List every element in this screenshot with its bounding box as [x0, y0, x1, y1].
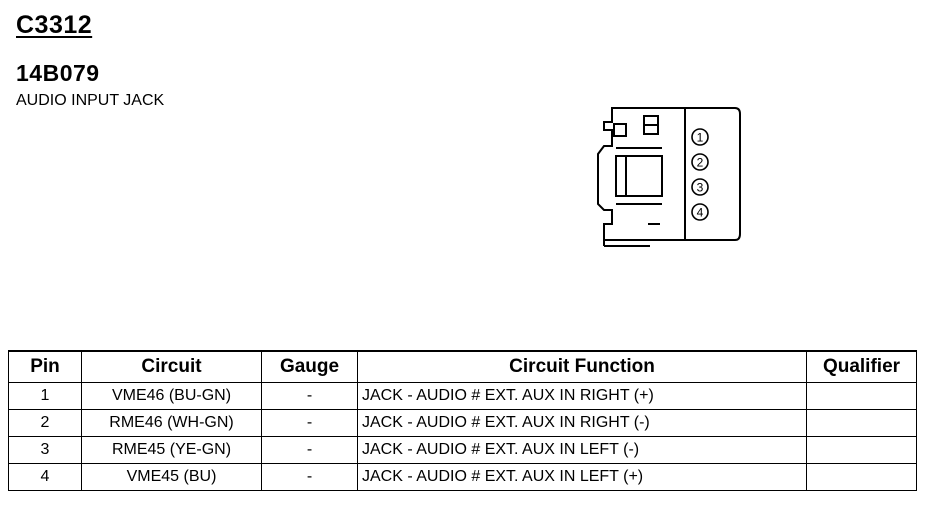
circuit-cell: VME45 (BU): [81, 463, 262, 491]
column-header-qualifier: Qualifier: [806, 350, 917, 383]
circuit-function-cell: JACK - AUDIO # EXT. AUX IN RIGHT (+): [357, 382, 807, 410]
pin-marker-4: [691, 203, 709, 221]
column-header-pin: Pin: [8, 350, 82, 383]
pin-cell: 3: [8, 436, 82, 464]
pin-label-3: 3: [697, 181, 704, 195]
column-header-circuit-function: Circuit Function: [357, 350, 807, 383]
pin-marker-1: [691, 128, 709, 146]
gauge-cell: -: [261, 463, 358, 491]
circuit-cell: VME46 (BU-GN): [81, 382, 262, 410]
pin-cell: 4: [8, 463, 82, 491]
qualifier-cell: [806, 382, 917, 410]
table-row: 4 VME45 (BU) - JACK - AUDIO # EXT. AUX I…: [8, 463, 917, 491]
column-header-gauge: Gauge: [261, 350, 358, 383]
part-number: 14B079: [16, 60, 100, 86]
gauge-cell: -: [261, 382, 358, 410]
circuit-function-cell: JACK - AUDIO # EXT. AUX IN RIGHT (-): [357, 409, 807, 437]
qualifier-cell: [806, 409, 917, 437]
circuit-cell: RME45 (YE-GN): [81, 436, 262, 464]
pin-label-2: 2: [697, 156, 704, 170]
qualifier-cell: [806, 463, 917, 491]
pin-label-1: 1: [697, 131, 704, 145]
circuit-cell: RME46 (WH-GN): [81, 409, 262, 437]
gauge-cell: -: [261, 409, 358, 437]
table-row: 1 VME46 (BU-GN) - JACK - AUDIO # EXT. AU…: [8, 382, 917, 410]
connector-description: AUDIO INPUT JACK: [16, 92, 165, 109]
table-header-row: Pin Circuit Gauge Circuit Function Quali…: [8, 350, 917, 383]
table-row: 3 RME45 (YE-GN) - JACK - AUDIO # EXT. AU…: [8, 436, 917, 464]
pin-label-4: 4: [697, 206, 704, 220]
circuit-function-cell: JACK - AUDIO # EXT. AUX IN LEFT (-): [357, 436, 807, 464]
circuit-function-cell: JACK - AUDIO # EXT. AUX IN LEFT (+): [357, 463, 807, 491]
pin-number-markers: 1 2 3 4: [691, 128, 709, 221]
qualifier-cell: [806, 436, 917, 464]
pin-marker-3: [691, 178, 709, 196]
column-header-circuit: Circuit: [81, 350, 262, 383]
gauge-cell: -: [261, 436, 358, 464]
pinout-table: Pin Circuit Gauge Circuit Function Quali…: [8, 350, 917, 491]
pin-marker-2: [691, 153, 709, 171]
pin-cell: 2: [8, 409, 82, 437]
connector-face-diagram: 1 2 3 4: [597, 107, 741, 247]
connector-id: C3312: [16, 11, 93, 39]
pin-cell: 1: [8, 382, 82, 410]
table-row: 2 RME46 (WH-GN) - JACK - AUDIO # EXT. AU…: [8, 409, 917, 437]
